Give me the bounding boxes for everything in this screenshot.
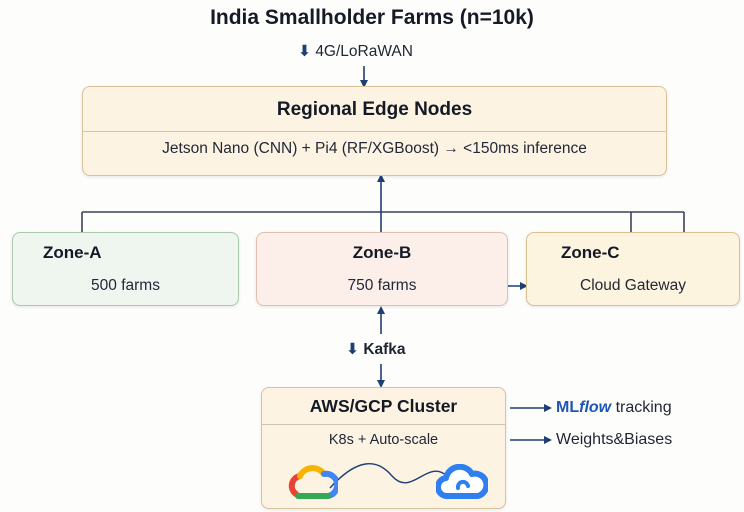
zone-b-title: Zone-B	[352, 243, 412, 262]
zone-c-box: Zone-C Cloud Gateway	[526, 232, 740, 306]
mlflow-label: tracking	[615, 399, 672, 416]
zone-b-detail: 750 farms	[347, 277, 417, 294]
zone-c-detail: Cloud Gateway	[580, 277, 686, 294]
cluster-illustration	[329, 463, 448, 489]
edge-nodes-title: Regional Edge Nodes	[276, 99, 473, 120]
cluster-title: AWS/GCP Cluster	[309, 396, 458, 416]
wandb-output: Weights&Biases	[556, 431, 673, 448]
gcp-cloud-icon	[288, 465, 338, 499]
zone-a-detail: 500 farms	[91, 277, 160, 294]
cluster-detail: K8s + Auto-scale	[328, 432, 439, 448]
edge-nodes-detail: Jetson Nano (CNN) + Pi4 (RF/XGBoost) → <…	[162, 140, 587, 157]
link-top-text: 4G/LoRaWAN	[315, 43, 413, 60]
link-mid-text: Kafka	[363, 341, 406, 358]
mlflow-output: MLflow tracking	[556, 399, 672, 417]
link-mid-label: ⬇ Kafka	[346, 340, 406, 359]
cluster-box: AWS/GCP Cluster K8s + Auto-scale	[261, 387, 506, 509]
down-arrow-icon: ⬇	[298, 43, 311, 60]
mlflow-logo: MLflow	[556, 399, 612, 416]
diagram-title: India Smallholder Farms (n=10k)	[210, 6, 534, 29]
zone-c-title: Zone-C	[561, 243, 620, 262]
edge-nodes-box: Regional Edge Nodes Jetson Nano (CNN) + …	[82, 86, 667, 176]
zone-a-title: Zone-A	[43, 243, 102, 262]
zone-a-box: Zone-A 500 farms	[12, 232, 239, 306]
zone-b-box: Zone-B 750 farms	[256, 232, 508, 306]
cloud-icon	[436, 464, 488, 500]
link-top-label: ⬇ 4G/LoRaWAN	[298, 42, 413, 61]
down-arrow-icon: ⬇	[346, 341, 359, 358]
